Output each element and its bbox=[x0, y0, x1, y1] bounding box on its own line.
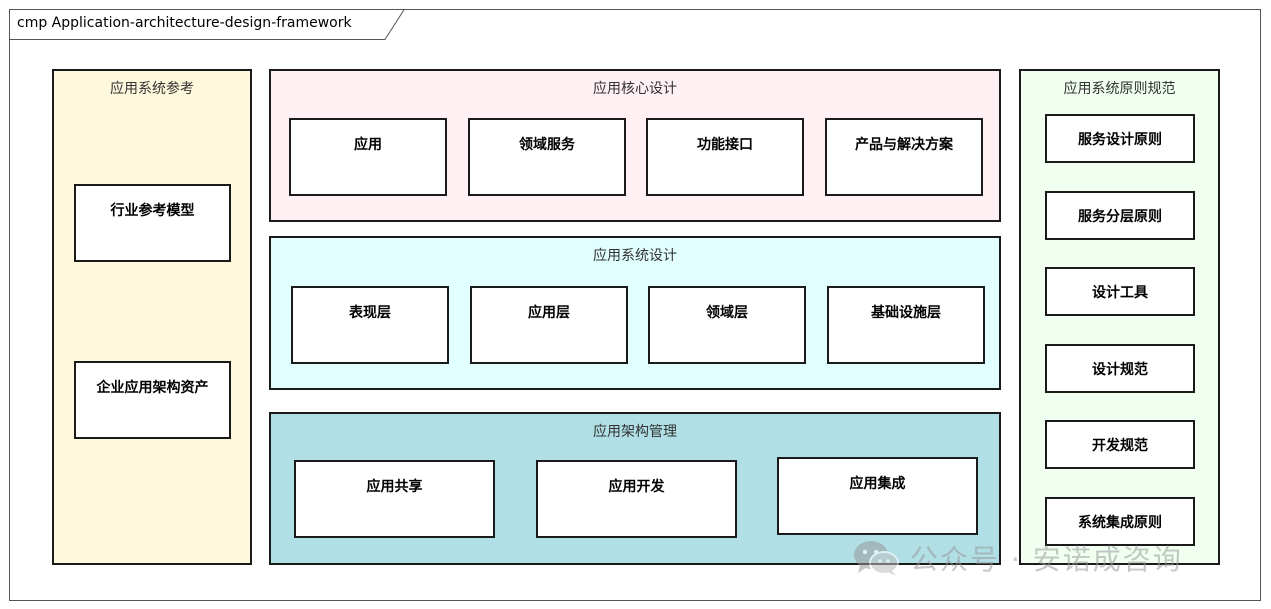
management-title: 应用架构管理 bbox=[593, 424, 677, 440]
frame-title-tab: cmp Application-architecture-design-fram… bbox=[9, 9, 405, 40]
reference-item-enterprise-assets: 企业应用架构资产 bbox=[74, 361, 231, 439]
core-design-title: 应用核心设计 bbox=[593, 81, 677, 97]
core-item-function-interface: 功能接口 bbox=[646, 118, 804, 196]
system-item-infrastructure-layer: 基础设施层 bbox=[827, 286, 985, 364]
management-item-integration: 应用集成 bbox=[777, 457, 978, 535]
system-item-application-layer: 应用层 bbox=[470, 286, 628, 364]
core-item-application: 应用 bbox=[289, 118, 447, 196]
management-package: 应用架构管理 应用共享 应用开发 应用集成 bbox=[269, 412, 1001, 565]
principle-item-design-tools: 设计工具 bbox=[1045, 267, 1195, 316]
core-item-domain-service: 领域服务 bbox=[468, 118, 626, 196]
system-design-package: 应用系统设计 表现层 应用层 领域层 基础设施层 bbox=[269, 236, 1001, 390]
watermark-text: 公众号 · 安诺成咨询 bbox=[910, 543, 1183, 576]
management-item-sharing: 应用共享 bbox=[294, 460, 495, 538]
principles-title: 应用系统原则规范 bbox=[1063, 81, 1176, 97]
management-item-development: 应用开发 bbox=[536, 460, 737, 538]
reference-item-industry-model: 行业参考模型 bbox=[74, 184, 231, 262]
system-item-presentation-layer: 表现层 bbox=[291, 286, 449, 364]
system-item-domain-layer: 领域层 bbox=[648, 286, 806, 364]
principle-item-system-integration: 系统集成原则 bbox=[1045, 497, 1195, 546]
system-design-title: 应用系统设计 bbox=[593, 248, 677, 264]
principle-item-dev-spec: 开发规范 bbox=[1045, 420, 1195, 469]
frame-title: cmp Application-architecture-design-fram… bbox=[17, 15, 352, 31]
reference-package-title: 应用系统参考 bbox=[110, 81, 194, 97]
core-design-package: 应用核心设计 应用 领域服务 功能接口 产品与解决方案 bbox=[269, 69, 1001, 222]
core-item-product-solution: 产品与解决方案 bbox=[825, 118, 983, 196]
principles-package: 应用系统原则规范 服务设计原则 服务分层原则 设计工具 设计规范 开发规范 系统… bbox=[1019, 69, 1220, 565]
principle-item-service-layering: 服务分层原则 bbox=[1045, 191, 1195, 240]
reference-package: 应用系统参考 行业参考模型 企业应用架构资产 bbox=[52, 69, 252, 565]
principle-item-service-design: 服务设计原则 bbox=[1045, 114, 1195, 163]
principle-item-design-spec: 设计规范 bbox=[1045, 344, 1195, 393]
watermark: 公众号 · 安诺成咨询 bbox=[852, 536, 1183, 580]
wechat-icon bbox=[854, 541, 899, 576]
